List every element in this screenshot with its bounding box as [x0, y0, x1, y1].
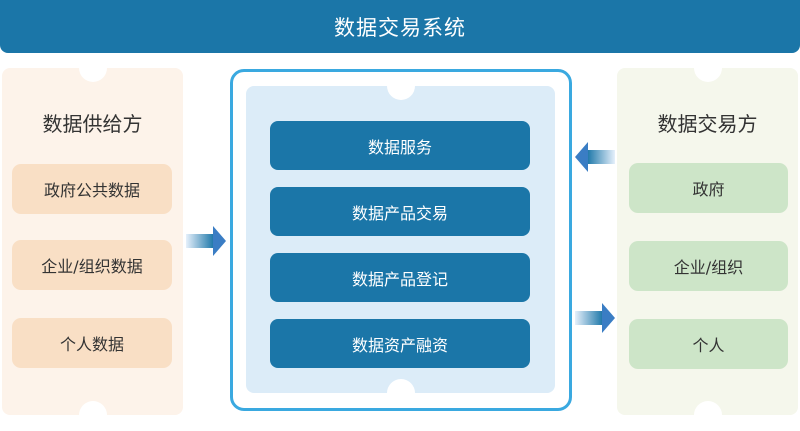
notch — [78, 401, 107, 429]
service-product-trade: 数据产品交易 — [270, 187, 530, 236]
service-data-service: 数据服务 — [270, 121, 530, 170]
notch — [386, 379, 415, 407]
system-title: 数据交易系统 — [0, 0, 800, 53]
notch — [693, 401, 722, 429]
service-asset-finance: 数据资产融资 — [270, 319, 530, 368]
trader-panel: 数据交易方 政府 企业/组织 个人 — [617, 54, 798, 429]
supplier-item: 政府公共数据 — [12, 164, 172, 214]
platform-frame: 数据服务 数据产品交易 数据产品登记 数据资产融资 — [230, 69, 572, 411]
supplier-item: 企业/组织数据 — [12, 240, 172, 290]
notch — [78, 54, 107, 82]
supplier-panel: 数据供给方 政府公共数据 企业/组织数据 个人数据 — [2, 54, 183, 429]
arrow-left-icon — [575, 142, 615, 172]
trader-item: 企业/组织 — [629, 241, 788, 291]
platform-inner: 数据服务 数据产品交易 数据产品登记 数据资产融资 — [246, 72, 555, 407]
trader-heading: 数据交易方 — [657, 112, 758, 136]
arrow-right-icon — [186, 226, 226, 256]
notch — [386, 72, 415, 100]
trader-item: 个人 — [629, 319, 788, 369]
arrow-right-icon — [575, 303, 615, 333]
trader-item: 政府 — [629, 163, 788, 213]
notch — [693, 54, 722, 82]
supplier-item: 个人数据 — [12, 318, 172, 368]
service-product-register: 数据产品登记 — [270, 253, 530, 302]
supplier-heading: 数据供给方 — [42, 112, 143, 136]
